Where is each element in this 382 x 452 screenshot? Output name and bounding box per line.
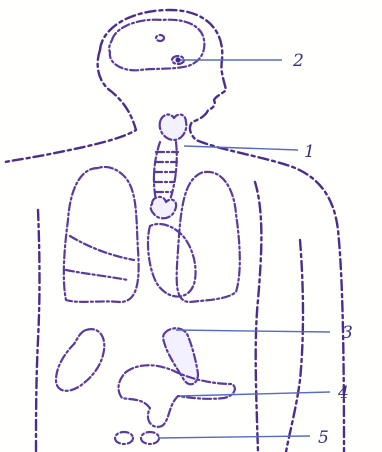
brain-marker [156,35,164,41]
thyroid-gland [160,115,187,140]
label-2: 2 [292,51,304,71]
left-lung-lobe-line [66,236,134,280]
leader-line-1 [184,146,298,150]
leader-dot-2 [176,58,181,63]
label-3: 3 [342,323,353,343]
right-lung [177,172,240,302]
thymus [151,197,176,218]
heart [148,224,196,297]
adrenal-gland [163,328,198,384]
label-5: 5 [318,428,329,448]
label-4: 4 [337,383,349,403]
left-arm-line [36,210,40,452]
leader-line-3 [176,330,330,332]
gonad-right [141,432,159,444]
gonad-left [115,432,133,444]
torso-right [255,182,261,452]
neck-left [5,50,136,162]
right-arm-line [286,240,303,452]
label-1: 1 [304,142,315,162]
pancreas [119,365,235,427]
left-kidney-region [56,329,104,391]
leader-line-5 [158,436,310,438]
left-lung [64,167,139,302]
brain [109,20,204,71]
